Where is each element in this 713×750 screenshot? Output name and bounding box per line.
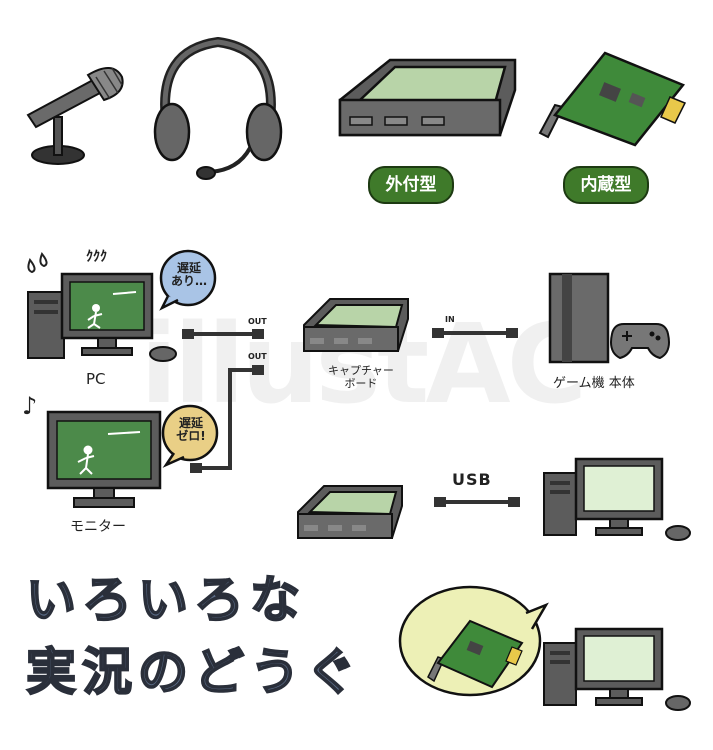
desktop-pc-internal-icon xyxy=(543,627,691,711)
zero-delay-speech-bubble xyxy=(161,404,219,468)
usb-label: USB xyxy=(452,470,492,489)
internal-card-bubble xyxy=(398,585,549,697)
music-note-icon: ♪ xyxy=(22,392,38,420)
headset-icon xyxy=(153,36,283,180)
desktop-pc-usb-icon xyxy=(543,457,691,541)
console-label: ゲーム機 本体 xyxy=(553,376,635,391)
external-capture-device-icon xyxy=(338,58,517,137)
mouse-icon xyxy=(149,346,177,362)
internal-type-tag: 内蔵型 xyxy=(563,166,649,204)
game-console-icon xyxy=(548,272,670,364)
in-label: IN xyxy=(445,315,455,324)
out-top-label: OUT xyxy=(248,317,267,326)
title-line-1: いろいろな xyxy=(25,570,306,630)
delay-speech-bubble xyxy=(159,249,217,311)
usb-cable xyxy=(434,497,520,507)
pc-label: PC xyxy=(86,370,106,388)
sweat-drops-icon xyxy=(27,252,48,274)
in-cable xyxy=(432,328,518,338)
capture-board-icon xyxy=(303,298,409,352)
zero-delay-bubble-text: 遅延 ゼロ! xyxy=(176,416,206,443)
capture-board-label: キャプチャー ボード xyxy=(328,364,394,391)
standalone-monitor-icon xyxy=(46,410,162,508)
capture-board-usb-icon xyxy=(297,485,403,539)
internal-capture-card-icon xyxy=(538,51,687,147)
out-bottom-label: OUT xyxy=(248,352,267,361)
microphone-icon xyxy=(26,67,124,165)
stress-sfx: ｸｸｸ xyxy=(86,249,107,265)
delay-bubble-text: 遅延 あり… xyxy=(170,261,207,288)
monitor-label: モニター xyxy=(70,519,126,535)
external-type-tag: 外付型 xyxy=(368,166,454,204)
out-cables xyxy=(182,329,264,473)
pc-monitor-icon xyxy=(60,272,154,356)
title-line-2: 実況のどうぐ xyxy=(25,642,362,702)
